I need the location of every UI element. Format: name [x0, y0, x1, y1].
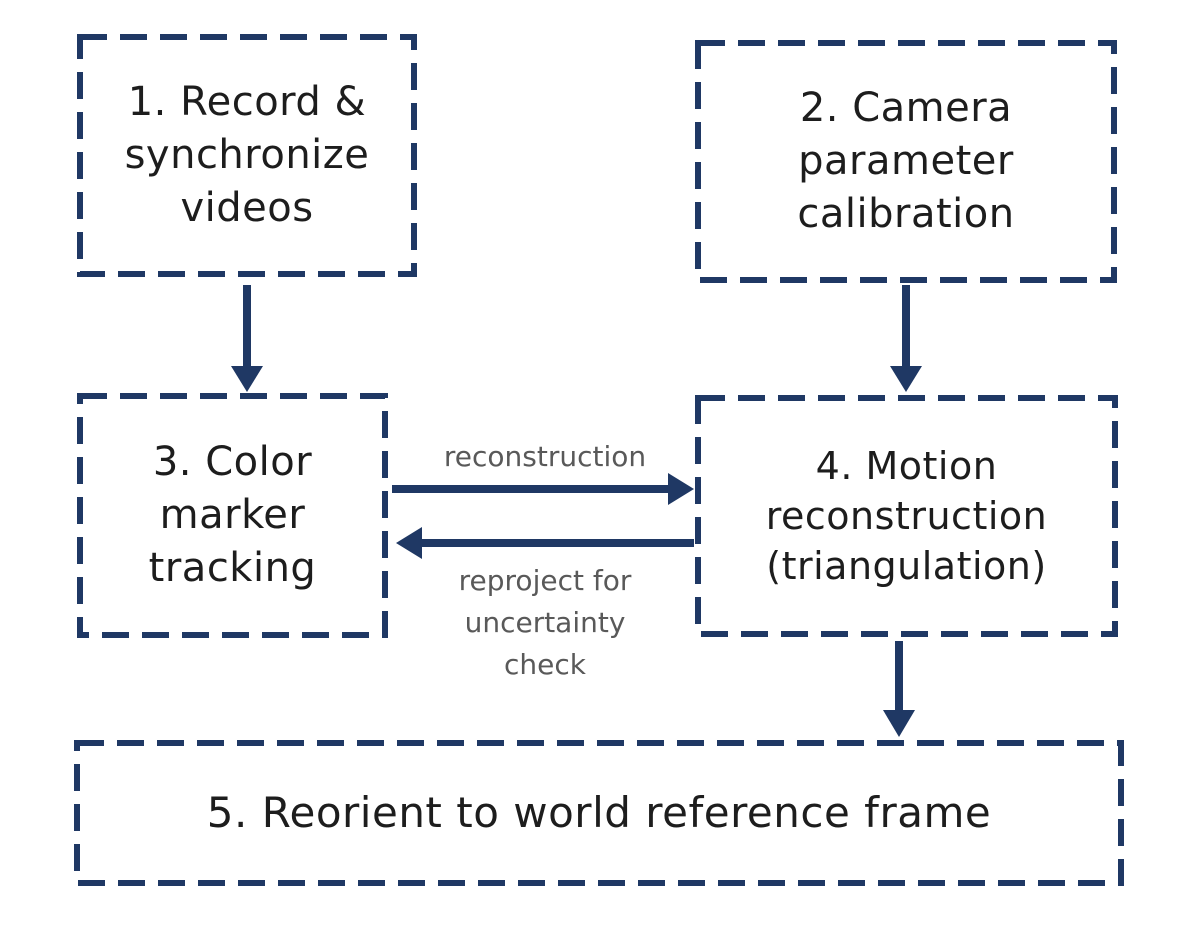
step-4-box: 4. Motion reconstruction (triangulation) [695, 395, 1118, 637]
arrow-step4-to-step3-icon [396, 527, 694, 559]
arrow-step4-to-step5-icon [883, 641, 915, 737]
step-2-border [695, 40, 1117, 283]
step-2-label: 2. Camera parameter calibration [797, 85, 1015, 237]
step-3-box: 3. Color marker tracking [77, 393, 388, 638]
arrow-step3-to-step4-icon [392, 473, 694, 505]
step-4-label: 4. Motion reconstruction (triangulation) [765, 443, 1048, 589]
step-5-border [74, 740, 1124, 886]
step-5-box: 5. Reorient to world reference frame [74, 740, 1124, 886]
step-5-label: 5. Reorient to world reference frame [206, 788, 992, 838]
step-2-box: 2. Camera parameter calibration [695, 40, 1117, 283]
step-4-border [695, 395, 1118, 637]
step-3-border [77, 393, 388, 638]
arrow-label-reconstruction: reconstruction [443, 440, 647, 473]
step-3-label: 3. Color marker tracking [148, 439, 317, 591]
step-1-label: 1. Record & synchronize videos [124, 79, 370, 231]
step-1-box: 1. Record & synchronize videos [77, 34, 417, 277]
arrow-label-reproject-for-uncertainty-check: reproject for uncertainty check [458, 564, 632, 681]
arrow-step1-to-step3-icon [231, 285, 263, 392]
step-1-border [77, 34, 417, 277]
arrow-step2-to-step4-icon [890, 285, 922, 392]
